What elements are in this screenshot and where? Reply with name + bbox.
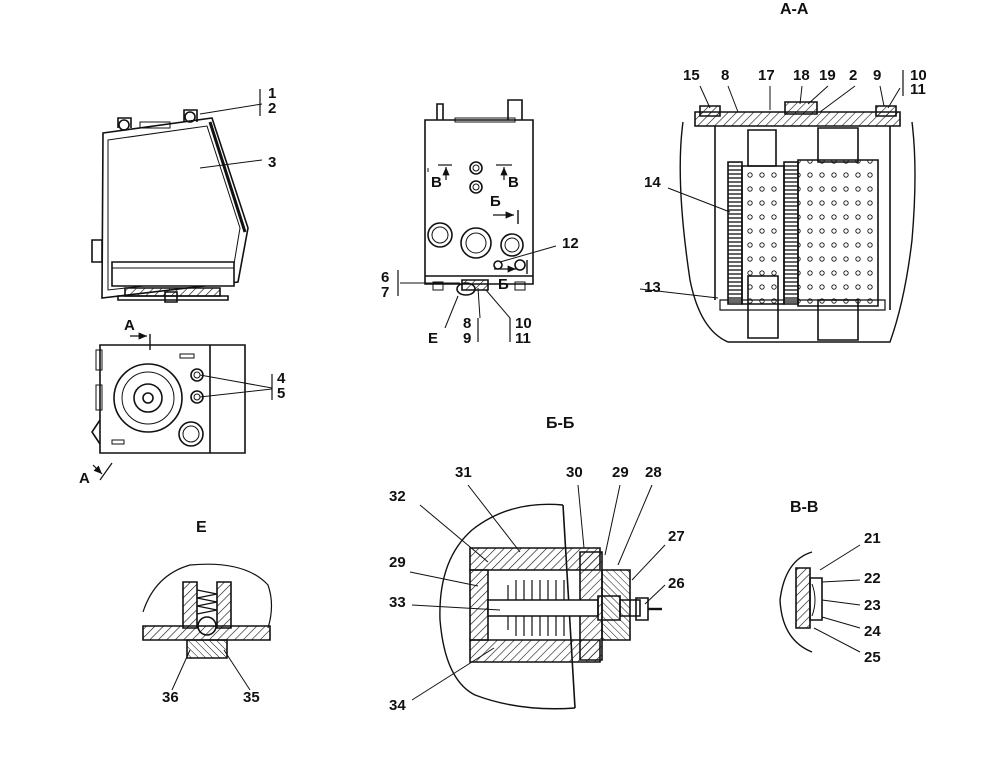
callout-6: 6	[381, 269, 390, 286]
front-view	[398, 100, 556, 342]
view-marker-v-left: В	[431, 174, 442, 191]
callout-bb-27: 27	[668, 528, 685, 545]
callout-11: 11	[515, 330, 531, 347]
view-marker-a-top: А	[124, 317, 135, 334]
callout-aa-10: 10	[910, 67, 927, 84]
callout-bb-33: 33	[389, 594, 406, 611]
callout-7: 7	[381, 284, 390, 301]
callout-vv-24: 24	[864, 623, 881, 640]
callout-vv-23: 23	[864, 597, 881, 614]
callout-5: 5	[277, 385, 286, 402]
callout-aa-9: 9	[873, 67, 882, 84]
callout-10: 10	[515, 315, 532, 332]
top-view	[92, 332, 272, 480]
side-view	[92, 89, 262, 302]
section-e	[143, 564, 272, 690]
callout-vv-21: 21	[864, 530, 881, 547]
section-title-vv: В-В	[790, 499, 819, 516]
callout-aa-15: 15	[683, 67, 700, 84]
callout-bb-29b: 29	[389, 554, 406, 571]
callout-aa-17: 17	[758, 67, 775, 84]
callout-bb-32: 32	[389, 488, 406, 505]
callout-2: 2	[268, 100, 277, 117]
section-title-e: Е	[196, 519, 207, 536]
callout-bb-29a: 29	[612, 464, 629, 481]
section-bb	[410, 485, 665, 709]
view-marker-v-right: В	[508, 174, 519, 191]
section-title-bb: Б-Б	[546, 415, 575, 432]
callout-bb-30: 30	[566, 464, 583, 481]
section-vv	[780, 545, 860, 652]
callout-9: 9	[463, 330, 472, 347]
callout-1: 1	[268, 85, 277, 102]
view-marker-a-bottom: А	[79, 470, 90, 487]
callout-8: 8	[463, 315, 472, 332]
callout-aa-18: 18	[793, 67, 810, 84]
callout-aa-13: 13	[644, 279, 661, 296]
callout-e-36: 36	[162, 689, 179, 706]
callout-aa-8: 8	[721, 67, 730, 84]
view-marker-b-top: Б	[490, 193, 501, 210]
callout-aa-11: 11	[910, 81, 926, 98]
callout-bb-28: 28	[645, 464, 662, 481]
callout-bb-26: 26	[668, 575, 685, 592]
callout-aa-2: 2	[849, 67, 858, 84]
view-marker-e: Е	[428, 330, 439, 347]
callout-aa-19: 19	[819, 67, 836, 84]
section-aa	[640, 70, 915, 342]
callout-aa-14: 14	[644, 174, 661, 191]
callout-4: 4	[277, 370, 286, 387]
callout-vv-22: 22	[864, 570, 881, 587]
callout-e-35: 35	[243, 689, 260, 706]
callout-bb-34: 34	[389, 697, 406, 714]
section-title-aa: А-А	[780, 1, 809, 18]
callout-12: 12	[562, 235, 579, 252]
callout-3: 3	[268, 154, 277, 171]
callout-vv-25: 25	[864, 649, 881, 666]
view-marker-b-bottom: Б	[498, 276, 509, 293]
callout-bb-31: 31	[455, 464, 472, 481]
